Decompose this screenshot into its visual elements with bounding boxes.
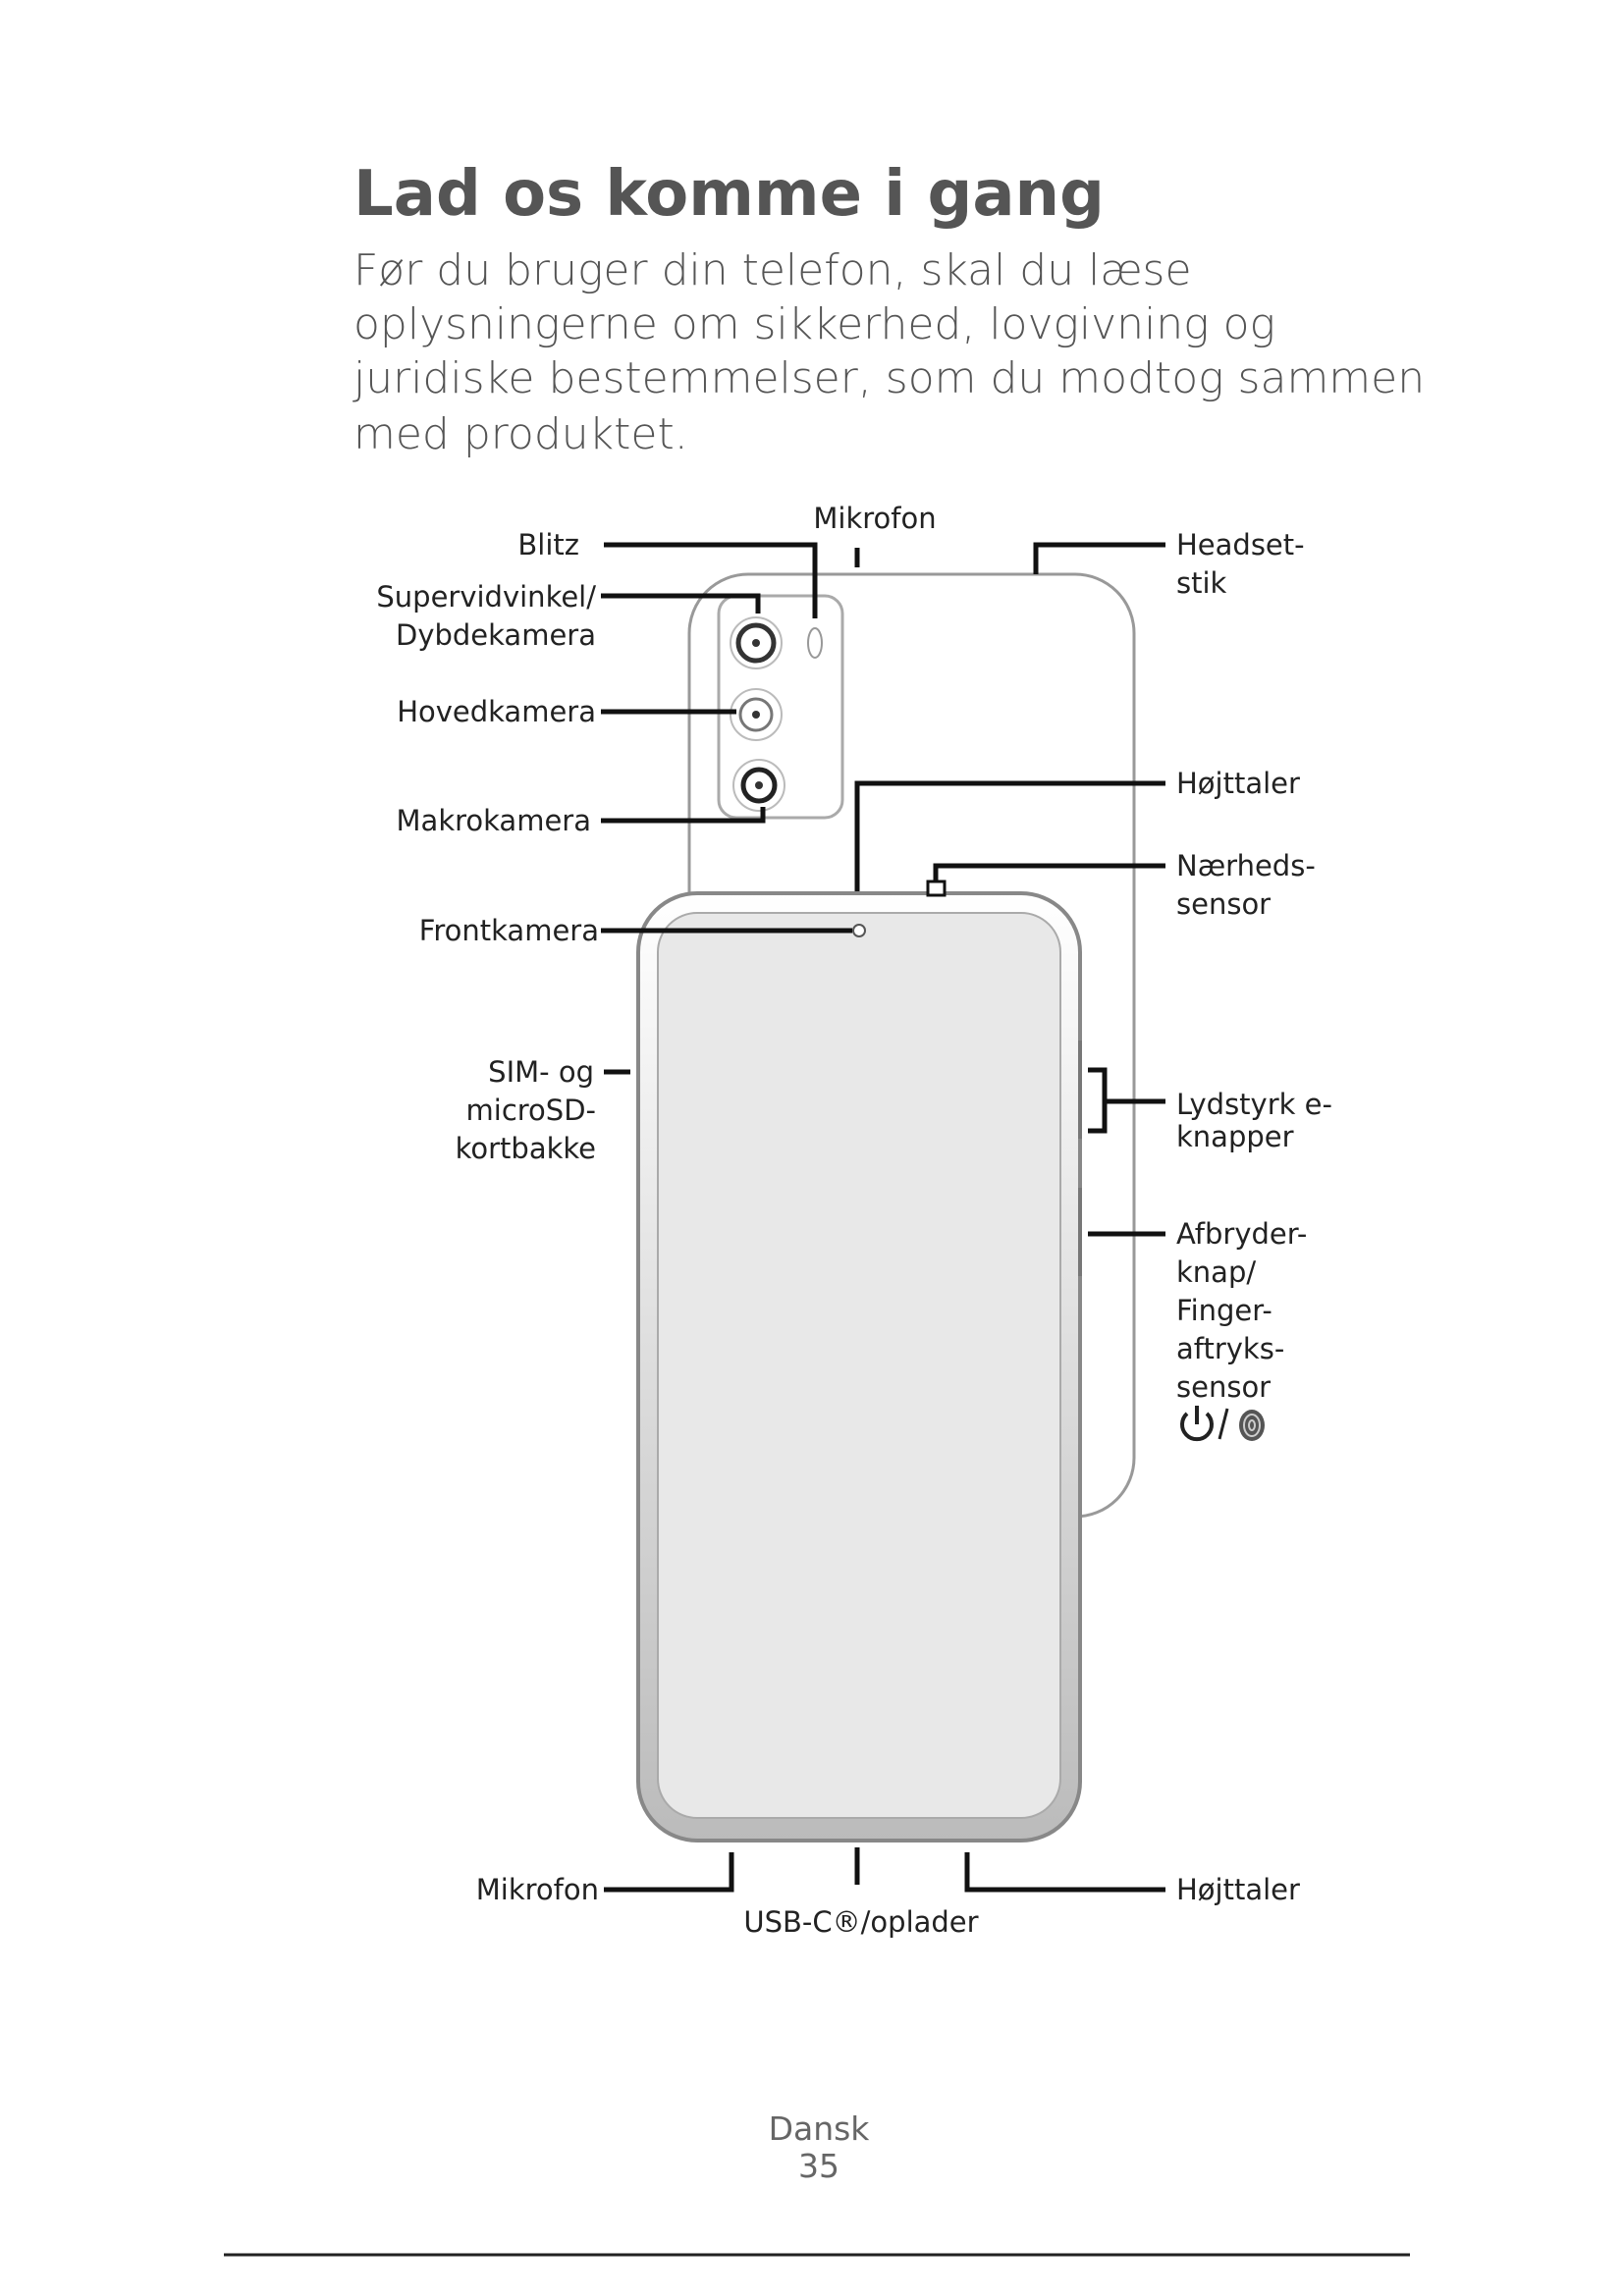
- intro-line: med produktet.: [353, 409, 688, 459]
- label-supervidvinkel: Dybdekamera: [396, 618, 596, 652]
- label-lydstyrke: Lydstyrk e-: [1176, 1088, 1332, 1121]
- page-title: Lad os komme i gang: [353, 158, 1105, 231]
- label-afbryder: Finger-: [1176, 1294, 1272, 1327]
- label-usb: USB-C®/oplader: [743, 1905, 978, 1939]
- footer-language: Dansk: [769, 2109, 871, 2148]
- ultrawide-camera-lens: [730, 616, 783, 669]
- label-mikrofon-bottom: Mikrofon: [476, 1873, 599, 1906]
- label-lydstyrke: knapper: [1176, 1120, 1294, 1153]
- label-afbryder: sensor: [1176, 1370, 1271, 1404]
- label-makrokamera: Makrokamera: [397, 804, 591, 837]
- label-afbryder: Afbryder-: [1176, 1217, 1307, 1251]
- label-naerheds: Nærheds-: [1176, 849, 1316, 882]
- phone-front-illustration: [636, 880, 1082, 1842]
- macro-camera-lens: [732, 759, 785, 812]
- label-hojttaler-bottom: Højttaler: [1176, 1873, 1300, 1906]
- label-frontkamera: Frontkamera: [419, 914, 599, 947]
- label-headset: Headset-: [1176, 528, 1305, 561]
- label-supervidvinkel: Supervidvinkel/: [376, 580, 596, 614]
- label-afbryder: aftryks-: [1176, 1332, 1284, 1365]
- label-mikrofon-top: Mikrofon: [813, 502, 936, 535]
- leader-lines: [601, 542, 1165, 1893]
- screen: [657, 912, 1061, 1819]
- flash: [807, 627, 823, 659]
- page-number: 35: [798, 2147, 839, 2185]
- label-hovedkamera: Hovedkamera: [397, 695, 596, 728]
- label-headset: stik: [1176, 566, 1227, 600]
- intro-line: Før du bruger din telefon, skal du læse: [353, 245, 1192, 295]
- label-sim: kortbakke: [456, 1132, 596, 1165]
- front-camera: [852, 924, 866, 937]
- label-blitz: Blitz: [517, 528, 579, 561]
- power-icon: [1180, 1406, 1214, 1442]
- label-hojttaler-top: Højttaler: [1176, 767, 1300, 800]
- label-sim: SIM- og: [488, 1055, 594, 1089]
- label-afbryder: knap/: [1176, 1255, 1256, 1289]
- main-camera-lens: [730, 688, 783, 741]
- label-naerheds: sensor: [1176, 887, 1271, 921]
- proximity-sensor: [926, 880, 947, 897]
- slash-separator: [1218, 1408, 1229, 1440]
- intro-line: oplysningerne om sikkerhed, lovgivning o…: [353, 299, 1275, 349]
- fingerprint-icon: [1239, 1410, 1265, 1441]
- intro-line: juridiske bestemmelser, som du modtog sa…: [352, 353, 1425, 403]
- label-sim: microSD-: [466, 1094, 596, 1127]
